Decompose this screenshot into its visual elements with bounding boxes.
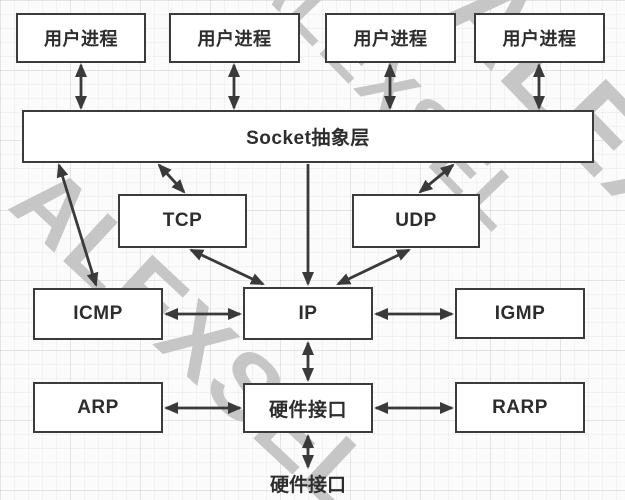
arrow-socket-udp [418,163,455,194]
arrow-socket-tcp [157,163,186,194]
node-igmp: IGMP [455,288,585,339]
node-socket-layer: Socket抽象层 [22,110,594,163]
arrow-tcp-ip [189,248,265,286]
node-tcp: TCP [118,194,247,248]
node-user-process-3: 用户进程 [325,13,456,63]
node-rarp: RARP [455,382,585,433]
node-hardware-interface-bottom-label: 硬件接口 [269,475,346,496]
node-udp: UDP [352,194,480,248]
node-user-process-1: 用户进程 [16,13,146,63]
node-user-process-2: 用户进程 [169,13,300,63]
arrow-socket-icmp [56,163,99,287]
node-icmp: ICMP [33,288,163,340]
node-ip: IP [243,287,373,340]
node-arp: ARP [33,382,163,433]
node-hardware-interface: 硬件接口 [243,383,373,433]
arrow-udp-ip [336,248,411,286]
node-user-process-4: 用户进程 [474,13,605,63]
